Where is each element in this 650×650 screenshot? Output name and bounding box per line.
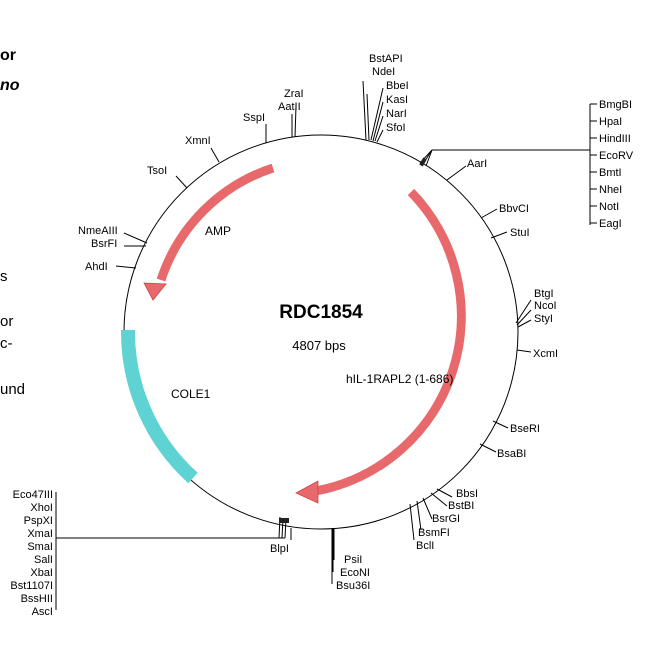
mcs-right-marker <box>419 157 427 167</box>
feature-label-hil1rapl2: hIL-1RAPL2 (1-686) <box>346 372 453 386</box>
site-label-ncoi: NcoI <box>534 300 557 312</box>
site-label-ahdi: AhdI <box>85 261 108 273</box>
site-label-tsoi: TsoI <box>147 165 167 177</box>
site-label-bsu36i: Bsu36I <box>336 580 370 592</box>
feature-cole1-arc <box>120 329 198 484</box>
feature-label-cole1: COLE1 <box>171 387 211 401</box>
site-label-hindiii: HindIII <box>599 133 631 145</box>
site-ticks <box>55 80 597 610</box>
site-label-smai: SmaI <box>27 541 53 553</box>
site-label-sfoi: SfoI <box>386 122 406 134</box>
site-label-bsabi: BsaBI <box>497 448 526 460</box>
site-label-xbai: XbaI <box>30 567 53 579</box>
site-label-ndei: NdeI <box>372 66 395 78</box>
feature-hil1rapl2-arrowhead <box>295 480 319 504</box>
mcs-left-marker <box>279 518 289 523</box>
left-fragment-4: or <box>0 313 14 330</box>
site-label-aari: AarI <box>467 158 487 170</box>
feature-amp-arrowhead <box>143 282 167 301</box>
feature-label-amp: AMP <box>205 224 231 238</box>
site-label-bsrgi: BsrGI <box>432 513 460 525</box>
plasmid-name: RDC1854 <box>279 302 363 323</box>
site-label-noti: NotI <box>599 201 619 213</box>
site-label-xmni: XmnI <box>185 135 211 147</box>
site-label-sali: SalI <box>34 554 53 566</box>
site-label-bbei: BbeI <box>386 80 409 92</box>
site-label-aatii: AatII <box>278 101 301 113</box>
site-label-sspi: SspI <box>243 112 265 124</box>
site-label-bstbi: BstBI <box>448 500 474 512</box>
site-label-hpai: HpaI <box>599 116 622 128</box>
site-label-xcmi: XcmI <box>533 348 558 360</box>
site-label-bmgbi: BmgBI <box>599 99 632 111</box>
site-label-bbsi: BbsI <box>456 488 478 500</box>
plasmid-size: 4807 bps <box>292 338 346 353</box>
site-label-ecorv: EcoRV <box>599 150 634 162</box>
site-label-nhei: NheI <box>599 184 622 196</box>
site-label-bmti: BmtI <box>599 167 622 179</box>
site-label-xmai: XmaI <box>27 528 53 540</box>
site-label-bstapi: BstAPI <box>369 53 403 65</box>
site-label-bsrfi: BsrFI <box>91 238 117 250</box>
site-label-psii: PsiI <box>344 554 362 566</box>
site-labels: BstAPI NdeI BbeI KasI NarI SfoI ZraI Aat… <box>10 53 633 618</box>
site-label-bsshii: BssHII <box>21 593 53 605</box>
site-label-xhoi: XhoI <box>30 502 53 514</box>
site-label-econi: EcoNI <box>340 567 370 579</box>
feature-hil1rapl2-arrow <box>315 188 466 496</box>
site-label-btgi: BtgI <box>534 288 554 300</box>
site-label-bseri: BseRI <box>510 423 540 435</box>
left-fragment-5: c- <box>0 335 13 352</box>
site-label-asci: AscI <box>32 606 53 618</box>
site-label-bcli: BclI <box>416 540 434 552</box>
left-fragment-2: no <box>0 77 20 94</box>
feature-amp-arrow <box>156 163 275 282</box>
left-fragment-1: or <box>0 47 16 64</box>
site-label-bsmfi: BsmFI <box>418 527 450 539</box>
site-label-bbvci: BbvCI <box>499 203 529 215</box>
site-label-pspxi: PspXI <box>24 515 53 527</box>
site-label-kasi: KasI <box>386 94 408 106</box>
site-label-eco47iii: Eco47III <box>13 489 53 501</box>
site-label-nari: NarI <box>386 108 407 120</box>
site-label-eagi: EagI <box>599 218 622 230</box>
site-label-nmeaiii: NmeAIII <box>78 225 118 237</box>
left-fragment-3: s <box>0 268 8 285</box>
site-label-zrai: ZraI <box>284 88 304 100</box>
left-fragment-6: und <box>0 381 26 398</box>
site-label-stui: StuI <box>510 227 530 239</box>
site-label-bst1107i: Bst1107I <box>10 580 53 592</box>
site-label-styi: StyI <box>534 313 553 325</box>
site-label-blpi: BlpI <box>270 543 289 555</box>
